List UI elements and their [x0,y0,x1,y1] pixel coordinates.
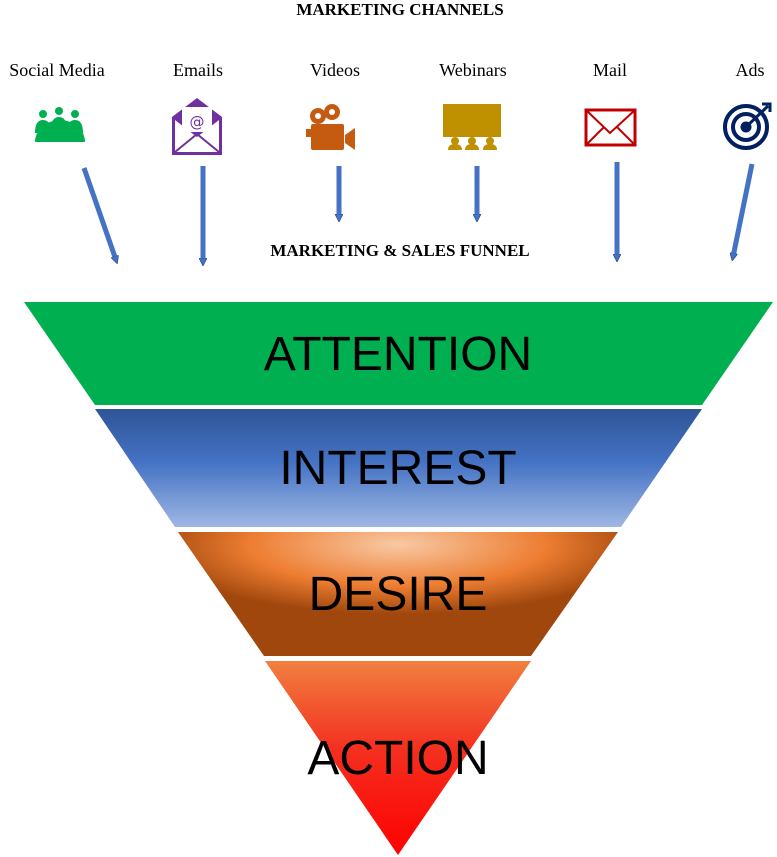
channel-label-videos: Videos [310,60,360,80]
channel-label-webinars: Webinars [439,60,507,80]
target-icon [723,102,772,150]
funnel-label-desire: DESIRE [309,568,488,621]
people-group-icon [35,107,85,142]
video-camera-icon [306,104,355,150]
arrow-social-media [81,167,116,260]
funnel-action [265,661,531,855]
funnel-interest [95,409,702,527]
funnel-attention [24,302,773,405]
svg-text:@: @ [190,113,205,131]
channel-label-ads: Ads [735,60,765,80]
envelope-icon [584,108,637,147]
channel-label-mail: Mail [593,60,627,80]
arrow-ads [733,163,755,257]
presentation-audience-icon [443,104,501,150]
email-open-icon: @ [172,98,222,155]
title: MARKETING CHANNELS [296,0,504,19]
funnel-title: MARKETING & SALES FUNNEL [270,241,530,260]
funnel-desire [178,532,618,656]
funnel-label-action: ACTION [307,732,488,785]
funnel-label-interest: INTEREST [279,442,516,495]
funnel-label-attention: ATTENTION [264,328,532,381]
channel-label-emails: Emails [173,60,223,80]
channel-label-social-media: Social Media [9,60,105,80]
